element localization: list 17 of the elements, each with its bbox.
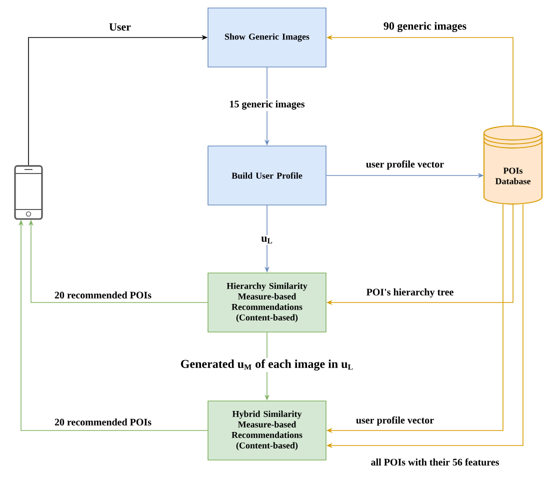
process-box: Hierarchy Similarity Measure-based Recommendations (Content-based) — [208, 272, 326, 332]
edge-label: Generated u$_{M}$ of each image in u$_{L}$ — [178, 358, 356, 372]
phone-icon — [14, 165, 43, 220]
edge-label: 90 generic images — [382, 20, 468, 34]
edge-label: u$_{L}$ — [260, 235, 274, 245]
edge-label: user profile vector — [354, 414, 436, 428]
edge-label: POI's hierarchy tree — [364, 286, 456, 300]
edge-label: 15 generic images — [228, 98, 306, 112]
edge-label: all POIs with their 56 features — [369, 456, 501, 468]
edge-label: User — [108, 22, 132, 32]
edge-label: user profile vector — [364, 158, 446, 172]
edge-label: 20 recommended POIs — [53, 290, 154, 300]
process-box: Build User Profile — [208, 146, 326, 206]
edge-label: 20 recommended POIs — [53, 416, 154, 427]
database-cylinder: POIs Database — [484, 125, 542, 204]
process-box: Show Generic Images — [208, 8, 326, 68]
process-box: Hybrid Similarity Measure-based Recommendations (Content-based) — [208, 400, 326, 460]
